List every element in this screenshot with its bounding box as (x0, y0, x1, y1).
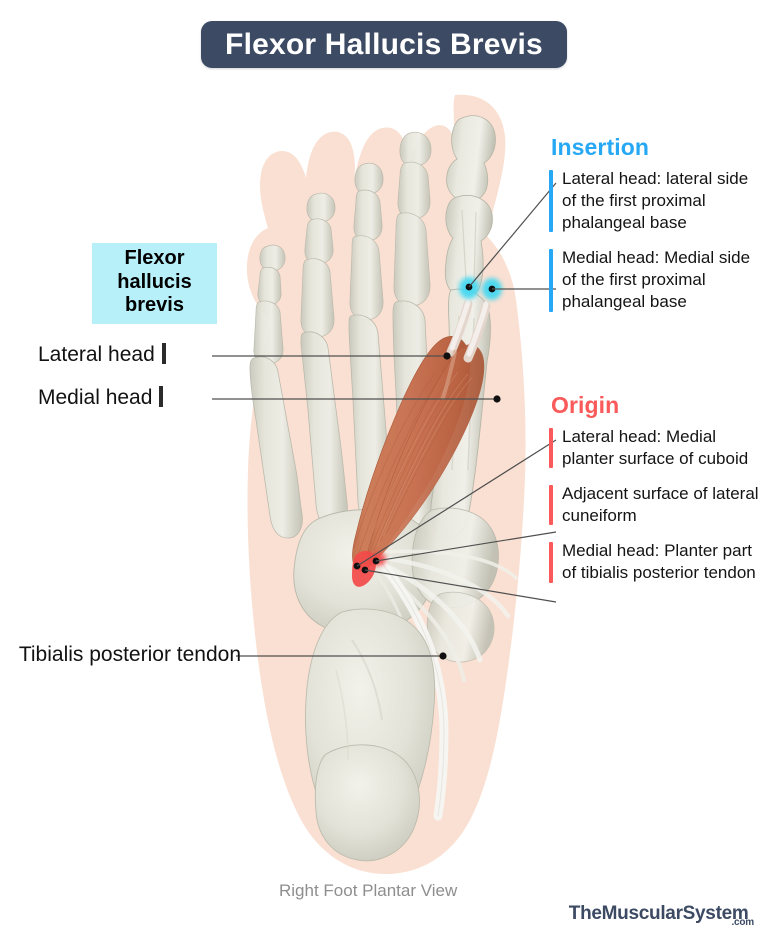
toe-5-phalanges (253, 244, 286, 365)
muscle-name-chip: Flexor hallucis brevis (92, 243, 217, 324)
muscle-name-line-3: brevis (125, 294, 184, 317)
origin-marker-cuneiform (372, 557, 380, 565)
calcaneus (305, 608, 436, 862)
insertion-marker-medial (488, 285, 496, 293)
page-title-bar: Flexor Hallucis Brevis (201, 21, 567, 68)
tibialis-posterior-tendon (371, 551, 449, 821)
leader-origin-cuboid (356, 439, 557, 567)
leader-endpoint-dots (439, 352, 501, 660)
label-medial-head-text: Medial head (38, 386, 153, 409)
muscle-name-line-1: Flexor (124, 247, 185, 269)
page-title: Flexor Hallucis Brevis (225, 27, 543, 61)
label-lateral-head: Lateral head (38, 343, 166, 367)
origin-marker-cuboid (353, 562, 361, 570)
leader-origin-tibialis (364, 569, 557, 603)
toe-2-phalanges (393, 131, 432, 307)
insertion-section: Insertion Lateral head: lateral side of … (549, 134, 761, 327)
muscle-name-line-2: hallucis (117, 270, 192, 293)
origin-item-cuneiform: Adjacent surface of lateral cuneiform (549, 483, 763, 527)
label-lateral-head-text: Lateral head (38, 343, 155, 366)
tick-mark-lateral-head (161, 343, 166, 364)
origin-heading: Origin (551, 392, 620, 418)
toe-4-phalanges (300, 192, 336, 338)
tarsal-bones (293, 507, 499, 663)
metatarsals (249, 288, 491, 539)
tick-mark-medial-head (159, 386, 164, 407)
view-caption: Right Foot Plantar View (279, 881, 458, 900)
skin-silhouette (246, 94, 526, 874)
leader-lines (212, 182, 557, 657)
insertion-heading: Insertion (551, 134, 650, 160)
insertion-item-medial-head: Medial head: Medial side of the first pr… (549, 247, 761, 313)
label-tibialis-posterior-tendon: Tibialis posterior tendon (18, 643, 241, 666)
watermark-name: TheMuscularSystem (568, 903, 749, 924)
leader-origin-cuneiform (375, 531, 557, 562)
insertion-item-lateral-head: Lateral head: lateral side of the first … (549, 168, 761, 234)
watermark: TheMuscularSystem .com (568, 903, 754, 928)
leader-insertion-lateral (468, 182, 557, 288)
insertion-marker-lateral (465, 283, 473, 291)
fhb-distal-tendons (441, 299, 491, 400)
toe-3-phalanges (349, 162, 384, 321)
origin-section: Origin Lateral head: Medial planter surf… (549, 392, 763, 598)
origin-marker-tibialis (361, 566, 369, 574)
origin-item-cuboid: Lateral head: Medial planter surface of … (549, 426, 763, 470)
insertion-markers (459, 277, 502, 300)
origin-markers (352, 550, 386, 587)
plantar-ligament-fan (376, 549, 518, 708)
hallux-phalanges (444, 115, 496, 298)
foot-skin-outline (246, 94, 526, 874)
label-medial-head: Medial head (38, 386, 164, 410)
flexor-hallucis-brevis-muscle (352, 336, 485, 572)
origin-item-tibialis-tendon: Medial head: Planter part of tibialis po… (549, 540, 763, 584)
watermark-tld: .com (731, 917, 754, 928)
